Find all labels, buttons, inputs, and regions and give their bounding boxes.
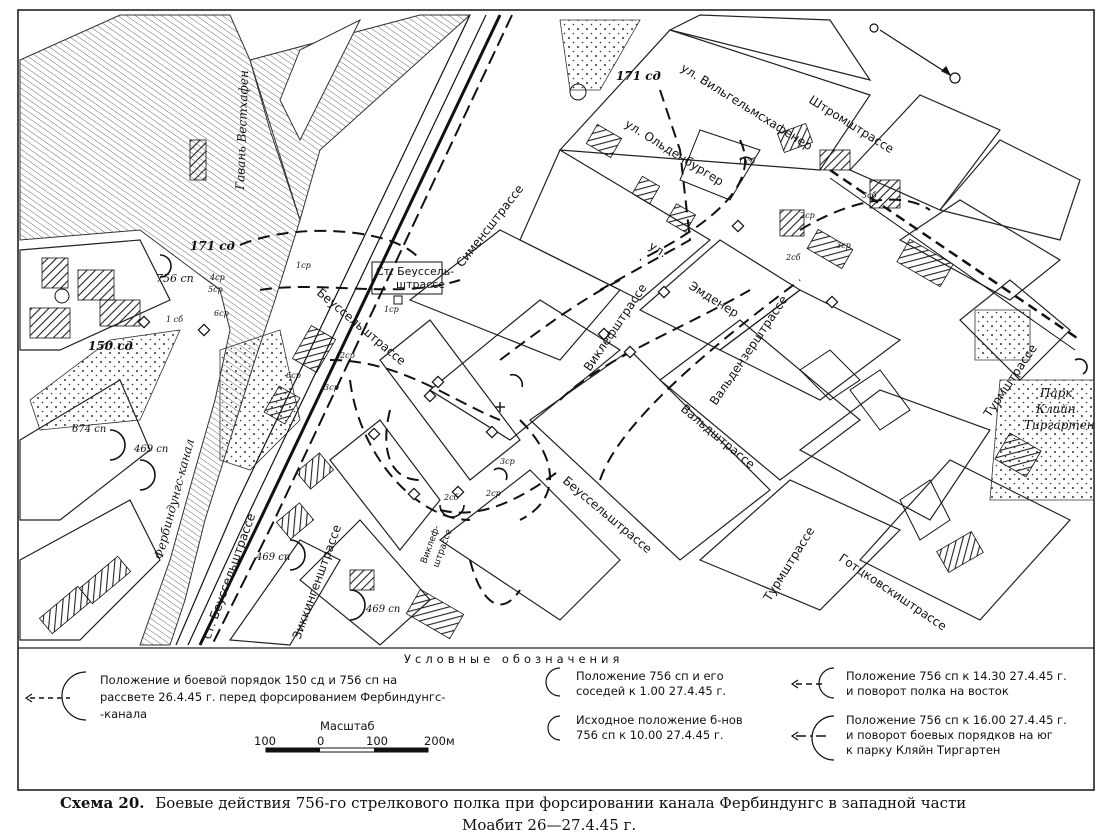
station-building <box>371 261 443 305</box>
harbor-water <box>19 14 472 646</box>
unit-171-mid: 171 сд <box>190 239 235 253</box>
legend-item-1: Положение и боевой порядок 150 сд и 756 … <box>24 671 445 721</box>
marker-circle-icon <box>54 83 587 304</box>
street-st-beusselstrasse-left: ст. Беуссельштрассе <box>200 511 259 641</box>
unit-674: 674 сп <box>72 424 106 435</box>
park-label-2: Клайн <box>1035 402 1076 416</box>
compass-north-arrow-icon <box>869 23 961 84</box>
company-4cr: 4ср <box>209 273 225 282</box>
battalion-2cb-b: 2сб <box>785 253 801 262</box>
company-3cr-c: 3ср <box>836 241 851 250</box>
unit-469-c: 469 сп <box>365 604 400 615</box>
green-areas <box>29 19 1095 501</box>
company-5cr: 5ср <box>208 285 223 294</box>
legend-item-2-line-2: соседей к 1.00 27.4.45 г. <box>576 684 726 698</box>
company-6cr-a: 6ср <box>214 309 229 318</box>
legend-item-4: Положение 756 сп к 14.30 27.4.45 г. и по… <box>790 667 1067 699</box>
unit-469-a: 469 сп <box>133 444 168 455</box>
park-label-3: Тиргартен <box>1024 418 1095 432</box>
unit-arcs <box>109 156 1088 621</box>
street-oldenburger: ул. Ольденбургер <box>622 117 726 189</box>
company-2cr-b: 2ср <box>485 489 501 498</box>
legend-item-4-line-1: Положение 756 сп к 14.30 27.4.45 г. <box>846 669 1067 683</box>
legend-item-5: Положение 756 сп к 16.00 27.4.45 г. и по… <box>790 713 1067 761</box>
battalion-3cb: 3сб <box>862 191 877 200</box>
company-2cr-c: 2ср <box>799 211 815 220</box>
buildings-outline <box>679 129 951 541</box>
scale-label-100-left: 100 <box>254 734 276 748</box>
city-blocks <box>19 14 1081 646</box>
battalion-1cb: 1 сб <box>166 315 183 324</box>
legend-item-5-line-3: к парку Кляйн Тиргартен <box>846 743 1000 757</box>
scale-label-200: 200м <box>424 734 455 748</box>
scale-label-100: 100 <box>366 734 388 748</box>
station-label-1: Ст. Беуссель- <box>376 265 454 278</box>
street-siemensstrasse: Сименсштрассе <box>453 182 526 270</box>
legend-item-2-line-1: Положение 756 сп и его <box>576 669 724 683</box>
caption-line-2: Моабит 26—27.4.45 г. <box>462 816 636 834</box>
legend-title: Условные обозначения <box>404 652 623 666</box>
scale-title: Масштаб <box>320 719 375 733</box>
unit-756-left: 756 сп <box>156 272 194 285</box>
street-turmstrasse-bottom: Турмштрассе <box>760 524 817 604</box>
legend-item-4-line-2: и поворот полка на восток <box>846 684 1009 698</box>
legend-item-1-line-1: Положение и боевой порядок 150 сд и 756 … <box>100 673 397 687</box>
street-emdener-ul: ул. <box>646 239 669 261</box>
scale-label-0: 0 <box>317 734 324 748</box>
street-gotzkowskystrasse: Готцковскиштрассе <box>836 551 949 633</box>
legend-item-5-line-2: и поворот боевых порядков на юг <box>846 728 1053 742</box>
company-1cr-b: 1ср <box>384 305 399 314</box>
unit-469-b: 469 сп <box>255 552 290 563</box>
harbor-label: Гавань Вестхафен <box>233 70 251 191</box>
street-sickingenstrasse: Зиккингенштрассе <box>290 523 344 641</box>
caption-line-1: Схема 20. Боевые действия 756-го стрелко… <box>60 794 966 812</box>
caption-text-1: Боевые действия 756-го стрелкового полка… <box>155 794 966 812</box>
legend-item-1-line-3: -канала <box>100 707 147 721</box>
legend-item-3-line-2: 756 сп к 10.00 27.4.45 г. <box>576 728 724 742</box>
unit-150: 150 сд <box>88 339 133 353</box>
position-diamonds <box>137 219 839 501</box>
unit-171-top: 171 сд <box>616 69 661 83</box>
legend-item-3: Исходное положение б-нов 756 сп к 10.00 … <box>547 713 743 742</box>
battalion-2cb-a: 2сб <box>443 493 459 502</box>
station-label-2: штрассе <box>396 278 445 291</box>
legend-item-5-line-1: Положение 756 сп к 16.00 27.4.45 г. <box>846 713 1067 727</box>
company-6cr-b: 6ср <box>286 371 301 380</box>
caption-bold: Схема 20. <box>60 794 145 812</box>
front-line-stromstrasse <box>829 168 1081 351</box>
legend-item-2: Положение 756 сп и его соседей к 1.00 27… <box>545 667 726 698</box>
park-label-1: Парк <box>1039 386 1073 400</box>
legend-item-3-line-1: Исходное положение б-нов <box>576 713 743 727</box>
street-wilhelmshavener: ул. Вильгельмсхафенер <box>678 61 814 154</box>
railway <box>175 14 513 646</box>
company-3cr-b: 3ср <box>500 457 515 466</box>
street-stromstrasse: Штромштрассе <box>806 93 896 156</box>
company-2cr-a: 2ср <box>339 351 355 360</box>
company-1cr-a: 1ср <box>296 261 311 270</box>
crossing-marker <box>495 402 505 412</box>
street-waldstrasse: Вальдштрассе <box>678 402 758 472</box>
company-3cr-a: 3ср <box>324 383 339 392</box>
battalion-1cb-b: 1 сб <box>738 157 755 166</box>
legend-item-1-line-2: рассвете 26.4.45 г. перед форсированием … <box>100 690 445 704</box>
scale-bar: Масштаб 100 0 100 200м <box>254 719 455 753</box>
